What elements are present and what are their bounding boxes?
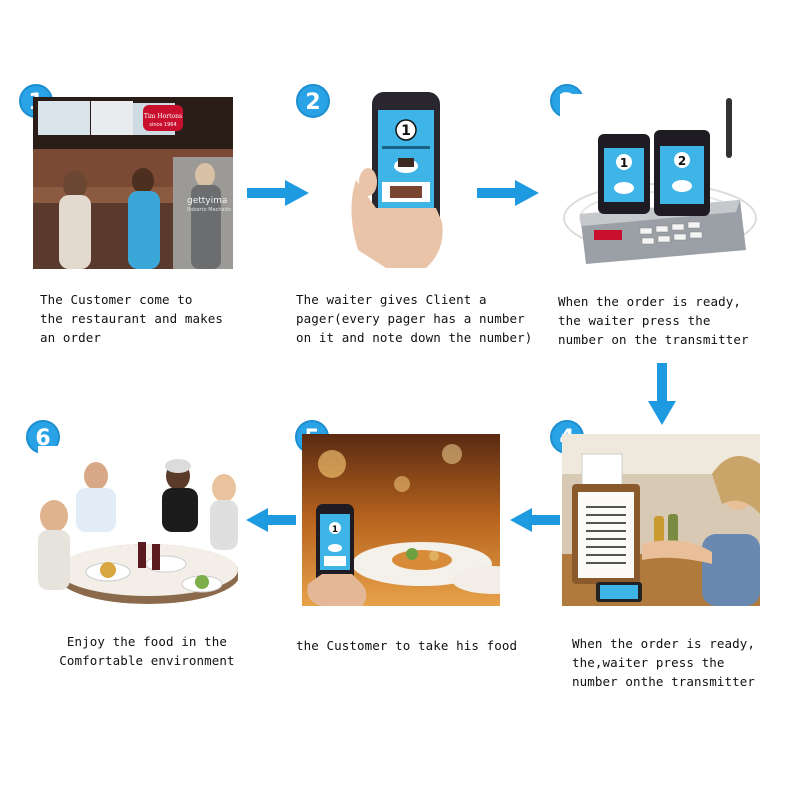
step-5-pager-number: 1 (332, 525, 338, 535)
step-4-caption: When the order is ready, the,waiter pres… (572, 636, 756, 689)
transmitter-pager-number-2: 2 (678, 154, 686, 168)
step-arrow-right-icon (247, 180, 309, 206)
step-5-photo-pager-in-restaurant: 1 (302, 434, 500, 606)
step-arrow-left-icon (246, 508, 296, 532)
step-arrow-right-icon (477, 180, 539, 206)
step-3-caption: When the order is ready, the waiter pres… (558, 294, 749, 347)
pager-number: 1 (401, 123, 411, 139)
step-3-photo-transmitter: 1 2 (560, 94, 760, 274)
step-2-photo-hand-pager: 1 (346, 90, 466, 268)
step-1-caption: The Customer come to the restaurant and … (40, 292, 224, 345)
step-2-badge: 2 (296, 84, 330, 118)
watermark-subtext: Roberto Machado (187, 207, 231, 213)
step-4-photo-customer-menu (562, 434, 760, 606)
step-6-caption: Enjoy the food in the Comfortable enviro… (59, 634, 235, 668)
transmitter-pager-number-1: 1 (620, 156, 628, 170)
watermark-text: gettyima (187, 196, 227, 206)
step-5-caption: the Customer to take his food (296, 638, 518, 653)
step-6-photo-dining-people (38, 446, 238, 606)
step-1-photo-restaurant-counter: Tim Hortons since 1964 gettyima Roberto … (33, 97, 233, 269)
step-arrow-down-icon (648, 363, 676, 425)
store-sign-subtext: since 1964 (149, 122, 176, 128)
step-arrow-left-icon (510, 508, 560, 532)
step-2-caption: The waiter gives Client a pager(every pa… (296, 292, 533, 345)
store-sign-text: Tim Hortons (144, 113, 182, 120)
